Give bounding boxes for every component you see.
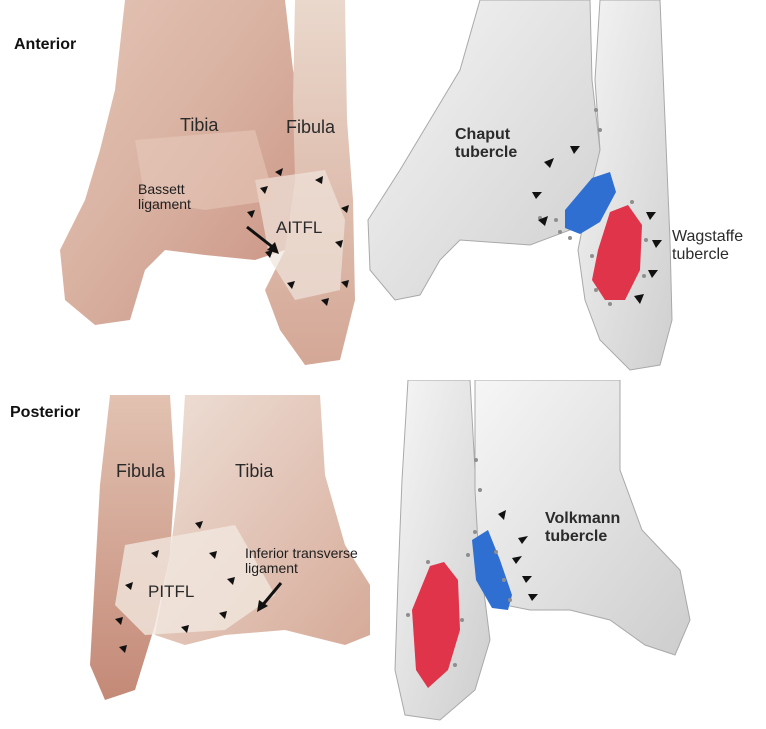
volkmann-tubercle-label: Volkmann tubercle xyxy=(545,510,621,545)
anterior-model-image xyxy=(360,0,690,375)
posterior-cadaver-arrows xyxy=(115,521,283,653)
posterior-section-title: Posterior xyxy=(10,404,81,421)
bassett-ligament-label: Bassett ligament xyxy=(138,181,191,213)
anterior-cadaver-image xyxy=(55,0,360,370)
chaput-tubercle-label: Chaput tubercle xyxy=(455,126,518,161)
posterior-model-image xyxy=(380,380,695,725)
anterior-section-title: Anterior xyxy=(14,36,77,53)
tibia-label-anterior: Tibia xyxy=(180,115,219,135)
inferior-transverse-ligament-label: Inferior transverse ligament xyxy=(245,545,358,577)
wagstaffe-tubercle-label: Wagstaffe tubercle xyxy=(672,228,744,263)
fibula-label-anterior: Fibula xyxy=(286,117,336,137)
fibula-label-posterior: Fibula xyxy=(116,461,166,481)
pitfl-label: PITFL xyxy=(148,582,195,601)
aitfl-label: AITFL xyxy=(276,218,323,237)
anterior-cadaver-arrows xyxy=(246,168,349,306)
posterior-cadaver-image xyxy=(85,395,375,710)
tibia-label-posterior: Tibia xyxy=(235,461,274,481)
